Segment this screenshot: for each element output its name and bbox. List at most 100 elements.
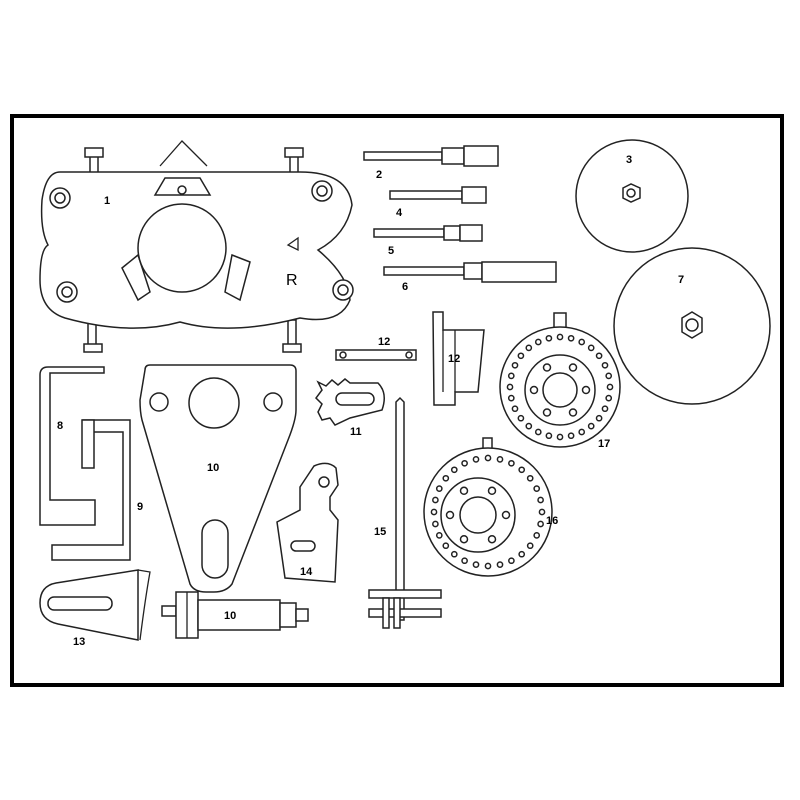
label-4: 4 (396, 207, 403, 219)
disc-16-outer-hole (484, 454, 492, 462)
disc-16-outer-hole (537, 496, 544, 504)
disc-16-outer-hole (461, 459, 468, 467)
disc-17-outer-hole (605, 372, 613, 380)
disc-17-outer-hole (507, 394, 515, 402)
label-16: 16 (546, 515, 558, 527)
label-6: 6 (402, 281, 408, 293)
label-10-plate: 10 (207, 462, 219, 474)
disc-16-outer-hole (435, 485, 443, 492)
disc-16-bolt-hole (459, 486, 469, 496)
diagram-frame (10, 114, 784, 687)
part-17-timing-disc (499, 312, 621, 448)
disc-17-outer-hole (606, 383, 614, 391)
disc-17-outer-hole (601, 361, 609, 369)
part-9-bracket (51, 419, 131, 561)
disc-17-outer-hole (517, 414, 525, 422)
disc-17-outer-hole (506, 383, 514, 391)
disc-17-outer-hole (595, 352, 603, 360)
disc-16-outer-hole (484, 562, 492, 570)
disc-16-bolt-hole (501, 510, 511, 520)
part-1-support-plate: R (39, 140, 354, 353)
label-1: 1 (104, 195, 110, 207)
disc-16-outer-hole (450, 550, 458, 558)
disc-17-outer-hole (567, 334, 575, 342)
label-13: 13 (73, 636, 85, 648)
label-2: 2 (376, 169, 382, 181)
label-3: 3 (626, 154, 632, 166)
disc-17-outer-hole (578, 428, 586, 436)
disc-17-bolt-hole (568, 363, 578, 372)
disc-17-bolt-hole (542, 408, 552, 417)
disc-16-outer-hole (538, 508, 546, 516)
disc-16-outer-hole (432, 520, 439, 528)
disc-17-outer-hole (525, 422, 533, 430)
part-5-pin (373, 224, 483, 242)
disc-16-outer-hole (435, 532, 443, 539)
disc-16-outer-hole (533, 532, 541, 539)
disc-16-outer-hole (461, 557, 468, 565)
disc-17-outer-hole (511, 405, 519, 413)
label-9: 9 (137, 501, 143, 513)
disc-16-bolt-hole (487, 486, 497, 496)
disc-16-outer-hole (518, 466, 526, 474)
label-14: 14 (300, 566, 313, 578)
label-11: 11 (350, 426, 362, 438)
disc-16-bolt-hole (445, 510, 455, 520)
disc-17-outer-hole (587, 422, 595, 430)
disc-17-bolt-hole (581, 385, 591, 395)
part-7-disc (613, 247, 771, 405)
part-15-rod (368, 396, 442, 629)
disc-16-outer-hole (526, 542, 534, 550)
disc-17-outer-hole (601, 405, 609, 413)
disc-16-outer-hole (472, 456, 480, 463)
label-8: 8 (57, 420, 63, 432)
disc-17-outer-hole (556, 433, 564, 441)
stamp-r-mark: R (286, 272, 298, 289)
disc-17-bolt-hole (568, 408, 578, 417)
label-15: 15 (374, 526, 386, 538)
disc-16-outer-hole (533, 485, 541, 492)
disc-16-outer-hole (442, 542, 450, 550)
disc-16-outer-hole (508, 557, 515, 565)
part-13-bracket (39, 569, 151, 641)
label-10-bolt: 10 (224, 610, 236, 622)
part-2-pin (363, 145, 499, 167)
disc-17-outer-hole (556, 333, 564, 341)
disc-17-outer-hole (525, 344, 533, 352)
part-8-bracket (39, 366, 105, 526)
disc-16-outer-hole (432, 496, 439, 504)
disc-16-outer-hole (496, 456, 504, 463)
disc-17-outer-hole (507, 372, 515, 380)
disc-16-outer-hole (442, 474, 450, 482)
disc-17-outer-hole (587, 344, 595, 352)
disc-16-outer-hole (496, 561, 504, 568)
disc-17-outer-hole (545, 334, 553, 342)
label-17: 17 (598, 438, 610, 450)
disc-17-outer-hole (511, 361, 519, 369)
disc-16-bolt-hole (459, 534, 469, 544)
disc-16-outer-hole (518, 550, 526, 558)
disc-17-bolt-hole (542, 363, 552, 372)
disc-16-outer-hole (472, 561, 480, 568)
part-6-pin (383, 261, 557, 283)
disc-17-outer-hole (534, 338, 542, 346)
part-11-gear-plate (315, 378, 385, 426)
disc-17-outer-hole (578, 338, 586, 346)
disc-16-outer-hole (450, 466, 458, 474)
part-10-plate (139, 364, 297, 593)
label-5: 5 (388, 245, 394, 257)
disc-17-bolt-hole (529, 385, 539, 395)
part-4-pin (389, 186, 487, 204)
part-10-bolt (161, 591, 309, 639)
disc-17-outer-hole (534, 428, 542, 436)
disc-16-outer-hole (508, 459, 515, 467)
disc-16-outer-hole (526, 474, 534, 482)
disc-17-outer-hole (517, 352, 525, 360)
part-12-bracket (432, 311, 485, 406)
part-14-bracket (276, 462, 339, 583)
disc-17-outer-hole (605, 394, 613, 402)
disc-17-outer-hole (545, 432, 553, 440)
part-16-timing-disc (423, 437, 553, 577)
disc-16-outer-hole (537, 520, 544, 528)
